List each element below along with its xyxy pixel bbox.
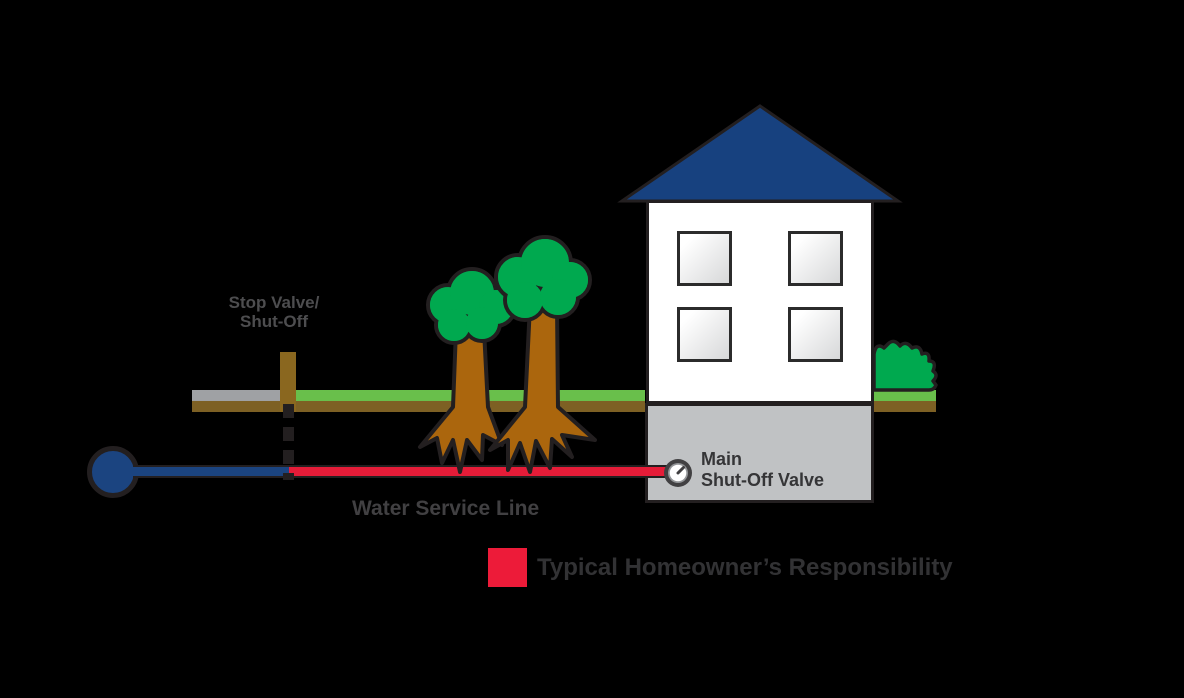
house-roof — [617, 104, 903, 203]
legend-swatch-icon — [488, 548, 527, 587]
soil-strip-right — [874, 401, 936, 412]
grass-strip-right — [874, 390, 936, 401]
main-shut-off-valve-label: Main Shut-Off Valve — [701, 449, 824, 491]
stop-valve-label: Stop Valve/ Shut-Off — [199, 293, 349, 331]
water-service-line-label: Water Service Line — [352, 497, 540, 520]
bush-icon — [872, 339, 938, 392]
main-valve-label-line2: Shut-Off Valve — [701, 470, 825, 490]
legend-label: Typical Homeowner’s Responsibility — [537, 554, 953, 581]
window — [677, 307, 732, 362]
main-valve-label-line1: Main — [701, 449, 743, 469]
sidewalk-strip — [192, 390, 281, 401]
window — [677, 231, 732, 286]
main-shut-off-valve-icon — [664, 459, 692, 487]
utility-pipe — [133, 465, 289, 478]
stop-valve-label-line1: Stop Valve/ — [228, 293, 320, 312]
stop-valve-post — [280, 352, 296, 412]
stop-valve-label-line2: Shut-Off — [240, 312, 308, 331]
window — [788, 307, 843, 362]
soil-strip-left — [192, 401, 645, 412]
homeowner-service-pipe — [289, 465, 668, 478]
window — [788, 231, 843, 286]
trees-icon — [418, 235, 597, 474]
property-line-dashes — [283, 404, 294, 480]
water-main-icon — [87, 446, 139, 498]
house-basement — [645, 403, 874, 503]
